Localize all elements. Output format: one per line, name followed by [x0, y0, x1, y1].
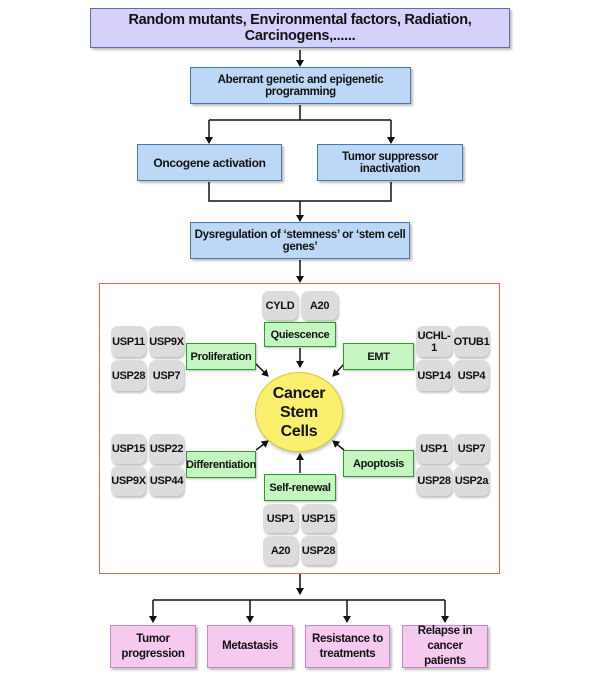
center-label-line1: Cancer Stem — [272, 384, 326, 421]
process-proliferation: Proliferation — [186, 343, 256, 370]
aberrant-programming-box: Aberrant genetic and epigenetic programm… — [190, 67, 411, 104]
outcome-tumor-progression: Tumor progression — [110, 625, 196, 668]
gene-chip: USP1 — [263, 504, 298, 533]
arrow-proliferation — [255, 363, 269, 377]
merge-line — [208, 182, 392, 202]
gene-chip: USP14 — [416, 360, 452, 391]
process-self-renewal: Self-renewal — [264, 474, 336, 501]
outcome-label: treatments — [319, 647, 376, 660]
causes-box: Random mutants, Environmental factors, R… — [90, 8, 510, 48]
gene-chip: USP15 — [301, 504, 336, 533]
outcome-metastasis: Metastasis — [207, 625, 293, 668]
outcome-label: Resistance to — [312, 632, 383, 645]
arrow-emt — [332, 363, 345, 377]
center-label-line2: Cells — [280, 422, 318, 440]
outcome-label: patients — [424, 655, 466, 667]
dysregulation-box: Dysregulation of ‘stemness’ or ‘stem cel… — [190, 222, 410, 259]
gene-chip: USP4 — [454, 360, 489, 391]
outcome-relapse: Relapse in cancer patients — [402, 625, 488, 668]
gene-chip: USP28 — [301, 536, 336, 565]
gene-chip: CYLD — [262, 291, 298, 320]
outcome-label: Relapse in cancer — [417, 625, 473, 652]
outcome-label: progression — [121, 647, 185, 660]
arrow-differentiation — [255, 440, 269, 451]
gene-chip: USP7 — [454, 434, 489, 464]
process-emt: EMT — [343, 343, 414, 370]
gene-chip: UCHL-1 — [416, 326, 452, 357]
gene-chip: A20 — [301, 291, 338, 320]
gene-chip: USP44 — [149, 466, 184, 496]
branch-aberrant — [209, 105, 391, 121]
arrow-apoptosis — [332, 440, 345, 451]
gene-chip: USP1 — [416, 434, 452, 464]
outcome-resistance: Resistance to treatments — [305, 625, 390, 668]
gene-chip: USP2a — [454, 466, 489, 496]
oncogene-activation-box: Oncogene activation — [137, 144, 282, 181]
gene-chip: A20 — [263, 536, 298, 565]
outcome-label: Tumor — [136, 632, 170, 645]
gene-chip: OTUB1 — [454, 326, 490, 357]
process-quiescence: Quiescence — [264, 322, 336, 347]
gene-chip: USP22 — [149, 434, 184, 464]
cancer-stem-cells-node: Cancer Stem Cells — [255, 372, 343, 452]
gene-chip: USP11 — [111, 326, 146, 357]
gene-chip: USP9X — [149, 326, 184, 357]
tumor-suppressor-box: Tumor suppressor inactivation — [317, 144, 463, 181]
process-apoptosis: Apoptosis — [343, 450, 414, 477]
process-differentiation: Differentiation — [186, 451, 256, 478]
gene-chip: USP28 — [111, 360, 146, 391]
gene-chip: USP15 — [111, 434, 146, 464]
gene-chip: USP7 — [149, 360, 184, 391]
cancer-stem-cell-panel — [99, 283, 500, 574]
outcome-label: Metastasis — [222, 640, 278, 652]
gene-chip: USP28 — [416, 466, 452, 496]
gene-chip: USP9X — [111, 466, 146, 496]
